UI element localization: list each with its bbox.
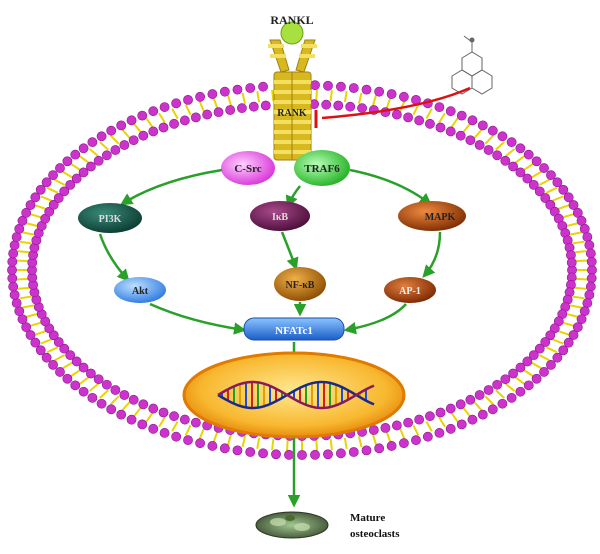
arrow-mapk-ap1 — [422, 231, 442, 278]
rank-label: RANK — [277, 108, 307, 119]
ap1-label: AP-1 — [399, 286, 421, 297]
traf6-node — [294, 150, 350, 186]
pi3k-node — [78, 203, 142, 233]
arrow-traf6-mapk — [349, 168, 432, 206]
nfkb-node — [274, 267, 326, 301]
rank-receptor — [268, 39, 317, 161]
rankl-label: RANKL — [270, 13, 313, 27]
nfatc1-node — [243, 317, 345, 341]
molecule-icon — [451, 35, 493, 95]
arrow-csrc-pi3k — [119, 168, 223, 206]
nfatc1-label: NFATc1 — [275, 325, 313, 337]
osteoclast-icon — [255, 511, 329, 539]
traf6-label: TRAF6 — [304, 163, 340, 175]
arrow-ikb-nfkb — [280, 231, 299, 271]
arrow-pi3k-akt — [98, 233, 130, 282]
ap1-node — [384, 277, 436, 303]
mapk-node — [398, 201, 466, 231]
ikb-label: IκB — [272, 212, 288, 223]
outcome-label-line1: Mature — [350, 512, 385, 524]
csrc-label: C-Src — [234, 163, 261, 175]
nfkb-label: NF-κB — [286, 280, 315, 291]
pi3k-label: PI3K — [99, 214, 122, 225]
ikb-node — [250, 201, 310, 231]
akt-node — [114, 277, 166, 303]
mapk-label: MAPK — [425, 212, 456, 223]
dna-icon — [217, 380, 375, 410]
arrow-ap1-nfatc1 — [343, 303, 407, 335]
csrc-node — [221, 151, 275, 185]
arrow-akt-nfatc1 — [149, 302, 247, 335]
outcome-label-line2: osteoclasts — [350, 528, 400, 540]
cell-membrane — [7, 80, 597, 460]
akt-label: Akt — [132, 286, 149, 297]
inhibition-line — [321, 86, 471, 120]
rankl-ligand — [280, 21, 304, 45]
